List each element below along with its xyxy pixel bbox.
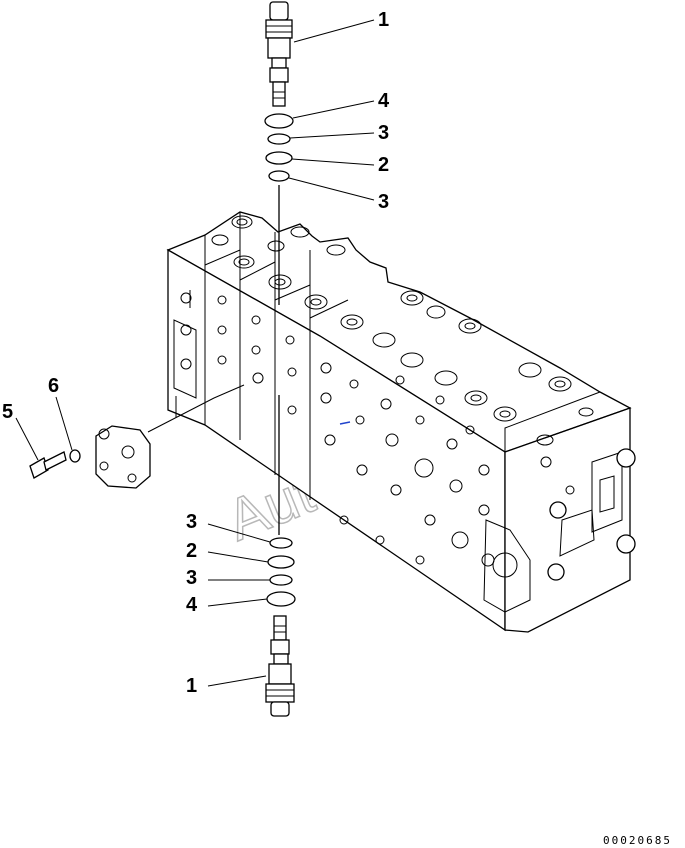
callout-lower-valve: 1: [186, 675, 197, 697]
upper-backup-ring-3b: [268, 170, 290, 182]
upper-backup-ring-3a: [267, 133, 291, 145]
callout-lower-ring-2: 2: [186, 540, 197, 562]
leader-line: [207, 598, 268, 607]
cover-axis-line: [147, 384, 245, 433]
leader-line: [55, 396, 73, 451]
callout-upper-valve: 1: [378, 9, 389, 31]
lower-backup-ring-3a: [269, 537, 293, 549]
leader-line: [15, 417, 39, 461]
leader-line: [289, 132, 375, 139]
callout-bolt: 5: [2, 401, 13, 423]
leader-line: [207, 675, 267, 687]
lower-o-ring-4: [266, 591, 296, 607]
leader-line: [288, 177, 375, 201]
upper-relief-valve: [265, 1, 293, 107]
cover-block: [95, 425, 151, 489]
callout-upper-ring-3a: 3: [378, 122, 389, 144]
bolt: [29, 451, 67, 479]
callout-upper-ring-3b: 3: [378, 191, 389, 213]
leader-line: [293, 19, 375, 43]
callout-lower-ring-4: 4: [186, 594, 198, 616]
leader-line: [292, 100, 375, 119]
lower-relief-valve: [265, 615, 295, 717]
leader-line: [207, 551, 269, 563]
upper-o-ring-4: [264, 113, 294, 129]
lower-o-ring-2: [267, 555, 295, 569]
callout-upper-ring-2: 2: [378, 154, 389, 176]
lower-backup-ring-3b: [269, 574, 293, 586]
upper-o-ring-2: [265, 151, 293, 165]
reference-number: 00020685: [603, 834, 672, 847]
leader-line: [207, 523, 271, 543]
control-valve-body: [166, 211, 636, 633]
washer: [69, 449, 81, 463]
callout-upper-ring-4: 4: [378, 90, 390, 112]
callout-washer: 6: [48, 375, 59, 397]
leader-line: [291, 158, 375, 166]
callout-lower-ring-3a: 3: [186, 511, 197, 533]
callout-lower-ring-3b: 3: [186, 567, 197, 589]
